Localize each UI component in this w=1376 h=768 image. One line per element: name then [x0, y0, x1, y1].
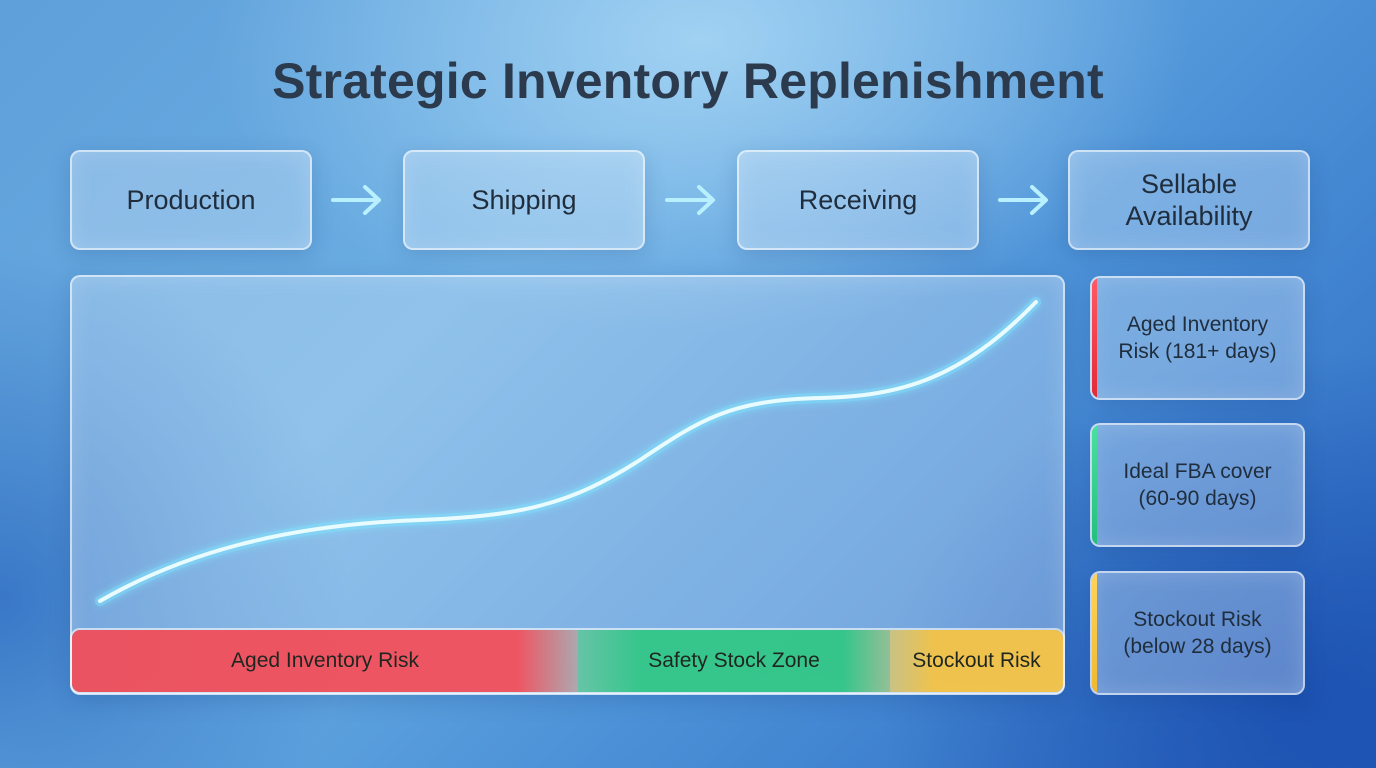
- legend-line: Stockout Risk: [1133, 608, 1262, 631]
- legend-line: Ideal FBA cover: [1123, 460, 1272, 483]
- arrow-right-icon: [665, 185, 715, 215]
- step-label: Production: [126, 185, 256, 215]
- legend-accent-green: [1092, 425, 1097, 545]
- legend-line: Risk (181+ days): [1118, 340, 1277, 363]
- legend-accent-red: [1092, 278, 1097, 398]
- step-label: Receiving: [798, 185, 918, 215]
- risk-zone-bar: Aged Inventory Risk Safety Stock Zone St…: [70, 628, 1065, 694]
- zone-aged-inventory-risk: Aged Inventory Risk: [72, 630, 578, 692]
- zone-safety-stock: Safety Stock Zone: [578, 630, 890, 692]
- legend-text: Stockout Risk (below 28 days): [1123, 606, 1271, 660]
- diagram-title: Strategic Inventory Replenishment: [272, 53, 1104, 109]
- legend-line: (below 28 days): [1123, 635, 1272, 658]
- arrow-right-icon: [998, 185, 1048, 215]
- legend-text: Ideal FBA cover (60-90 days): [1123, 458, 1271, 512]
- legend-text: Aged Inventory Risk (181+ days): [1118, 311, 1276, 365]
- zone-label: Stockout Risk: [912, 649, 1041, 672]
- step-receiving: Receiving: [737, 150, 979, 250]
- legend-line: (60-90 days): [1138, 487, 1257, 510]
- arrow-right-icon: [331, 185, 381, 215]
- zone-label: Aged Inventory Risk: [231, 649, 419, 672]
- legend-accent-yellow: [1092, 573, 1097, 693]
- legend-stockout-risk: Stockout Risk (below 28 days): [1090, 571, 1305, 695]
- legend-line: Aged Inventory: [1126, 313, 1269, 336]
- zone-stockout-risk: Stockout Risk: [890, 630, 1063, 692]
- legend-ideal-fba-cover: Ideal FBA cover (60-90 days): [1090, 423, 1305, 547]
- legend-aged-inventory: Aged Inventory Risk (181+ days): [1090, 276, 1305, 400]
- step-production: Production: [70, 150, 312, 250]
- step-shipping: Shipping: [403, 150, 645, 250]
- step-label: Shipping: [471, 185, 577, 215]
- zone-label: Safety Stock Zone: [648, 649, 820, 672]
- inventory-curve-panel: [70, 275, 1065, 695]
